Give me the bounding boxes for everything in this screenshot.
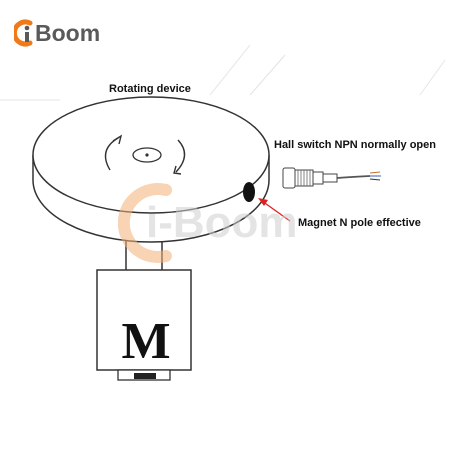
brand-logo-text: Boom xyxy=(35,19,101,46)
motor-base-slot xyxy=(134,373,156,379)
label-rotating-device: Rotating device xyxy=(109,83,191,95)
motor-letter: M xyxy=(121,313,170,370)
magnet xyxy=(243,182,255,202)
brand-logo-mark-icon xyxy=(14,19,33,47)
perspective-line xyxy=(419,59,446,96)
perspective-line xyxy=(209,44,251,96)
hall-switch-sensor-icon xyxy=(282,167,381,189)
label-hall-switch: Hall switch NPN normally open xyxy=(274,139,436,151)
brand-logo: Boom xyxy=(14,18,100,48)
magnet-pointer-arrow-icon xyxy=(258,198,291,222)
perspective-line xyxy=(249,54,286,96)
disc-center-dot xyxy=(145,153,149,157)
label-magnet: Magnet N pole effective xyxy=(298,217,421,229)
rotation-arrows-icon xyxy=(104,134,186,175)
